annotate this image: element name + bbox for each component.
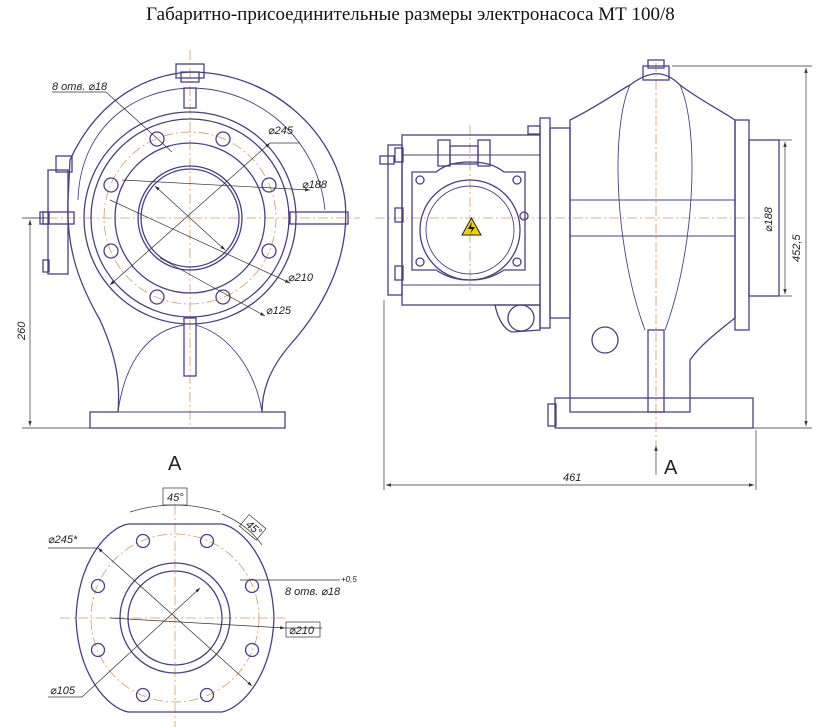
flange-d210-label: ⌀210 [289,625,315,637]
side-length-461-label: 461 [563,472,581,484]
front-height-260-label: 260 [16,321,28,341]
flange-angle-45-small-label: 45° [243,519,264,539]
flange-d245-label: ⌀245* [48,534,78,546]
side-height-452-label: 452,5 [791,234,803,262]
front-d210-label: ⌀210 [288,272,314,284]
high-voltage-warning-icon [461,216,482,236]
front-d245-label: ⌀245 [268,125,294,137]
front-view: 8 отв. ⌀18 ⌀245 ⌀188 ⌀210 ⌀125 260 А [16,50,360,475]
side-d188-label: ⌀188 [763,206,775,232]
flange-d105-label: ⌀105 [50,685,76,697]
front-holes-label: 8 отв. ⌀18 [52,81,108,93]
side-view: ⌀188 452,5 461 А [375,59,812,490]
flange-angle-45-label: 45° [167,492,184,504]
flange-holes-tolerance: +0,5 [341,575,357,584]
front-view-label-a: А [168,453,182,475]
flange-view-a: 45° 45° ⌀245* 8 отв. ⌀18 +0,5 ⌀210 ⌀105 [48,487,357,727]
side-view-arrow-label-a: А [664,457,678,479]
front-d125-label: ⌀125 [266,305,292,317]
page-title: Габаритно-присоединительные размеры элек… [146,4,675,25]
flange-holes-label: 8 отв. ⌀18 [285,586,341,598]
front-d188-label: ⌀188 [302,179,328,191]
